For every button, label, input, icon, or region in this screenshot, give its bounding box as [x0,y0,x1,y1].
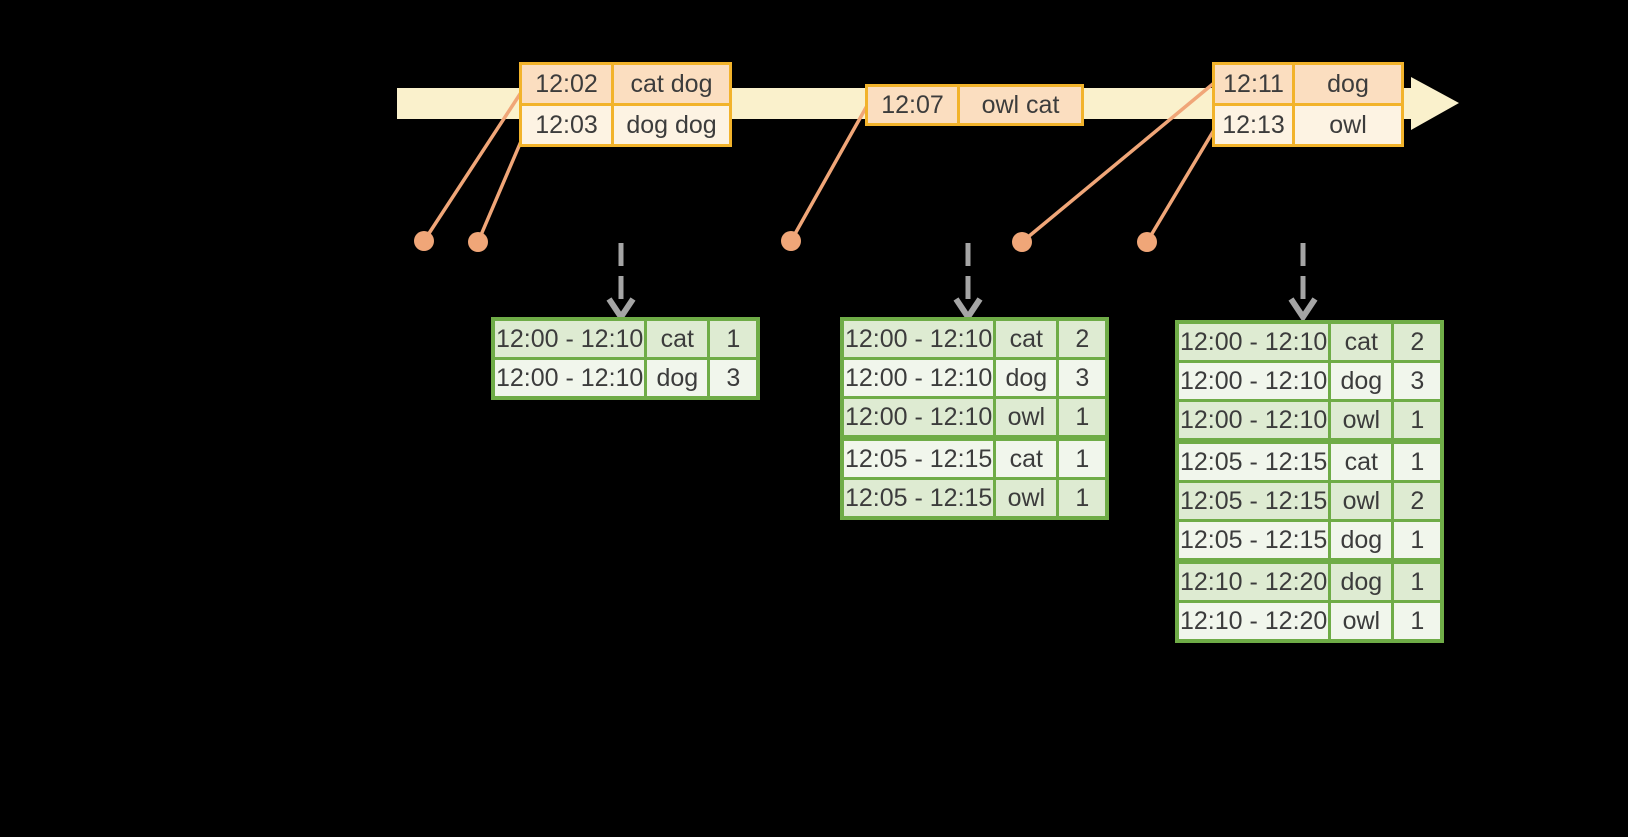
event-dot [414,231,434,251]
word-cell: dog [1328,360,1395,402]
count-cell: 1 [1391,519,1444,563]
count-cell: 1 [707,317,760,360]
count-cell: 1 [1056,477,1109,520]
word-cell: dog [1328,519,1395,563]
event-words-cell: cat dog [611,62,732,106]
table-row: 12:03 dog dog [519,103,732,147]
arrow-down-icon [606,297,636,323]
event-words-cell: dog [1292,62,1404,106]
count-cell: 1 [1056,435,1109,480]
result-table-3: 12:00 - 12:10 cat 2 12:00 - 12:10 dog 3 … [1175,320,1445,643]
event-table-2: 12:07 owl cat [865,84,1084,126]
timeline-arrowhead-icon [1411,77,1459,130]
word-cell: cat [993,435,1060,480]
table-row: 12:00 - 12:10 cat 2 [1175,320,1444,363]
word-cell: dog [1328,558,1395,603]
word-cell: owl [993,396,1060,440]
window-cell: 12:00 - 12:10 [840,396,997,440]
window-cell: 12:00 - 12:10 [1175,360,1332,402]
window-cell: 12:00 - 12:10 [491,317,648,360]
event-time-cell: 12:11 [1212,62,1295,106]
event-dot [1012,232,1032,252]
window-cell: 12:05 - 12:15 [1175,438,1332,483]
count-cell: 3 [707,357,760,400]
table-row: 12:05 - 12:15 owl 1 [840,477,1109,520]
window-cell: 12:00 - 12:10 [1175,320,1332,363]
word-cell: owl [1328,480,1395,522]
word-cell: cat [1328,438,1395,483]
count-cell: 1 [1391,558,1444,603]
event-time-cell: 12:03 [519,103,614,147]
table-row: 12:00 - 12:10 cat 2 [840,317,1109,360]
count-cell: 2 [1056,317,1109,360]
event-words-cell: dog dog [611,103,732,147]
table-row: 12:00 - 12:10 dog 3 [491,357,760,400]
count-cell: 2 [1391,480,1444,522]
word-cell: owl [1328,399,1395,443]
table-row: 12:11 dog [1212,62,1404,106]
window-cell: 12:05 - 12:15 [840,435,997,480]
event-time-cell: 12:13 [1212,103,1295,147]
table-row: 12:05 - 12:15 cat 1 [1175,438,1444,483]
window-cell: 12:10 - 12:20 [1175,558,1332,603]
window-cell: 12:00 - 12:10 [840,357,997,399]
table-row: 12:13 owl [1212,103,1404,147]
event-connector-line [476,138,524,243]
word-cell: cat [1328,320,1395,363]
event-time-cell: 12:02 [519,62,614,106]
result-table-2: 12:00 - 12:10 cat 2 12:00 - 12:10 dog 3 … [840,317,1110,520]
event-words-cell: owl cat [957,84,1084,126]
event-dot [468,232,488,252]
event-connector-line [422,90,524,242]
count-cell: 1 [1391,600,1444,643]
word-cell: cat [644,317,711,360]
table-row: 12:05 - 12:15 dog 1 [1175,519,1444,563]
event-dot [781,231,801,251]
table-row: 12:00 - 12:10 owl 1 [1175,399,1444,443]
count-cell: 1 [1056,396,1109,440]
table-row: 12:00 - 12:10 owl 1 [840,396,1109,440]
window-cell: 12:05 - 12:15 [1175,480,1332,522]
word-cell: owl [1328,600,1395,643]
word-cell: dog [644,357,711,400]
count-cell: 1 [1391,438,1444,483]
table-row: 12:00 - 12:10 dog 3 [1175,360,1444,402]
table-row: 12:10 - 12:20 dog 1 [1175,558,1444,603]
event-table-1: 12:02 cat dog 12:03 dog dog [519,62,732,147]
word-cell: dog [993,357,1060,399]
event-dot [1137,232,1157,252]
word-cell: cat [993,317,1060,360]
result-table-1: 12:00 - 12:10 cat 1 12:00 - 12:10 dog 3 [491,317,761,400]
table-row: 12:00 - 12:10 dog 3 [840,357,1109,399]
table-row: 12:07 owl cat [865,84,1084,126]
word-cell: owl [993,477,1060,520]
event-connector-line [789,103,870,242]
count-cell: 3 [1056,357,1109,399]
window-cell: 12:05 - 12:15 [1175,519,1332,563]
event-connector-line [1145,129,1216,243]
window-cell: 12:05 - 12:15 [840,477,997,520]
table-row: 12:00 - 12:10 cat 1 [491,317,760,360]
count-cell: 1 [1391,399,1444,443]
event-table-3: 12:11 dog 12:13 owl [1212,62,1404,147]
arrow-down-icon [1288,297,1318,323]
count-cell: 3 [1391,360,1444,402]
window-cell: 12:00 - 12:10 [1175,399,1332,443]
table-row: 12:05 - 12:15 cat 1 [840,435,1109,480]
arrow-down-icon [953,297,983,323]
event-time-cell: 12:07 [865,84,960,126]
event-connector-line [1020,81,1216,244]
table-row: 12:10 - 12:20 owl 1 [1175,600,1444,643]
window-cell: 12:10 - 12:20 [1175,600,1332,643]
table-row: 12:02 cat dog [519,62,732,106]
table-row: 12:05 - 12:15 owl 2 [1175,480,1444,522]
event-words-cell: owl [1292,103,1404,147]
window-cell: 12:00 - 12:10 [840,317,997,360]
window-cell: 12:00 - 12:10 [491,357,648,400]
count-cell: 2 [1391,320,1444,363]
